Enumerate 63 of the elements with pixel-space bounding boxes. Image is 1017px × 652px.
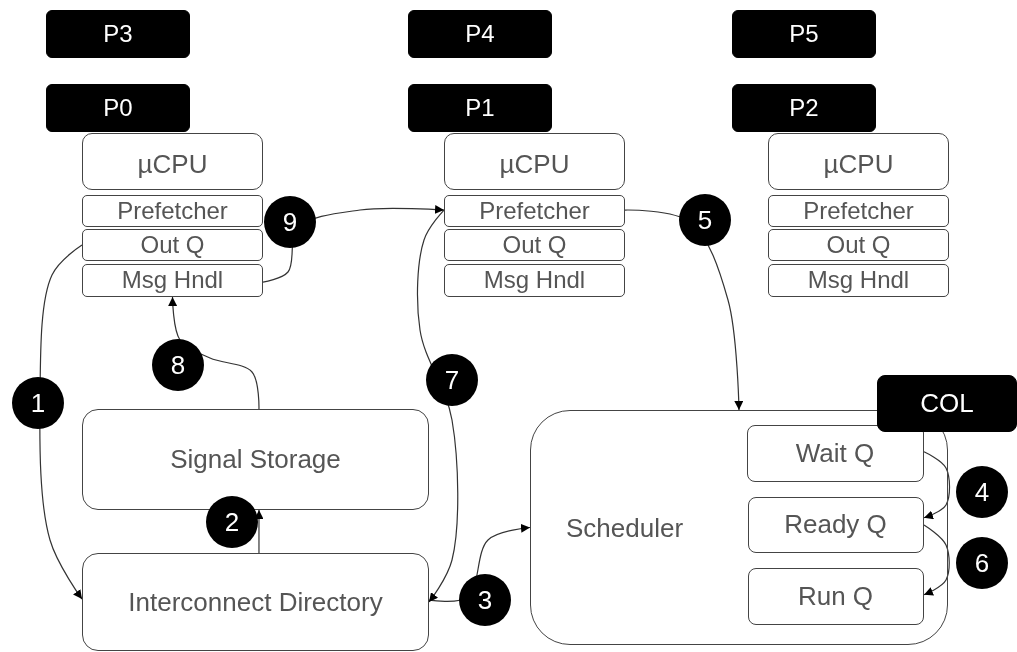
node-text: P0 — [102, 94, 134, 122]
process-box — [444, 229, 625, 261]
node-text: Out Q — [139, 231, 206, 259]
node-text: Wait Q — [794, 438, 876, 468]
step-number-badge: 4 — [956, 466, 1008, 518]
node-text: Interconnect Directory — [127, 587, 384, 617]
process-box — [82, 133, 263, 190]
connector-arrow — [923, 451, 951, 520]
node-text: µCPU — [136, 150, 209, 179]
tag-label-box — [408, 10, 552, 58]
connector-arrow — [923, 524, 950, 596]
node-text: Ready Q — [783, 510, 888, 539]
process-box — [82, 195, 263, 227]
node-text: P4 — [464, 20, 496, 48]
step-number-badge: 5 — [679, 194, 731, 246]
step-number-badge: 1 — [12, 377, 64, 429]
node-text: Out Q — [825, 231, 892, 259]
tag-label-box — [46, 84, 190, 132]
step-number-badge: 6 — [956, 537, 1008, 589]
connector-arrow — [254, 509, 264, 554]
node-text: Prefetcher — [116, 197, 229, 225]
process-box — [768, 195, 949, 227]
tag-label-box — [408, 84, 552, 132]
process-box — [444, 264, 625, 297]
node-text: µCPU — [822, 150, 895, 179]
node-text: P3 — [102, 20, 134, 48]
node-text: µCPU — [498, 150, 571, 179]
process-box — [82, 409, 429, 510]
node-text: Prefetcher — [478, 197, 591, 225]
connector-arrow — [416, 209, 459, 603]
node-text: Msg Hndl — [482, 267, 587, 294]
process-box — [82, 264, 263, 297]
process-box — [768, 264, 949, 297]
process-box — [768, 133, 949, 190]
node-text: Prefetcher — [802, 197, 915, 225]
step-number-badge: 9 — [264, 196, 316, 248]
process-box — [82, 229, 263, 261]
node-text: Out Q — [501, 231, 568, 259]
node-text: Msg Hndl — [120, 267, 225, 294]
tag-label-box — [877, 375, 1017, 432]
process-box — [82, 553, 429, 651]
node-text: Scheduler — [566, 513, 684, 542]
node-text: COL — [919, 389, 975, 418]
step-number-badge: 3 — [459, 574, 511, 626]
process-box — [747, 496, 924, 553]
step-number-badge: 7 — [426, 354, 478, 406]
tag-label-box — [732, 10, 876, 58]
node-text: P5 — [788, 20, 820, 48]
node-text: P2 — [788, 94, 820, 122]
process-box — [444, 195, 625, 227]
step-number-badge: 2 — [206, 496, 258, 548]
tag-label-box — [732, 84, 876, 132]
process-box — [747, 567, 924, 625]
process-box — [530, 410, 948, 645]
step-number-badge: 8 — [152, 339, 204, 391]
node-text: Msg Hndl — [806, 267, 911, 294]
tag-label-box — [46, 10, 190, 58]
process-box — [768, 229, 949, 261]
node-text: Signal Storage — [169, 445, 342, 474]
node-text: P1 — [464, 94, 496, 122]
process-box — [746, 424, 924, 482]
process-box — [444, 133, 625, 190]
node-text: Run Q — [796, 581, 875, 611]
